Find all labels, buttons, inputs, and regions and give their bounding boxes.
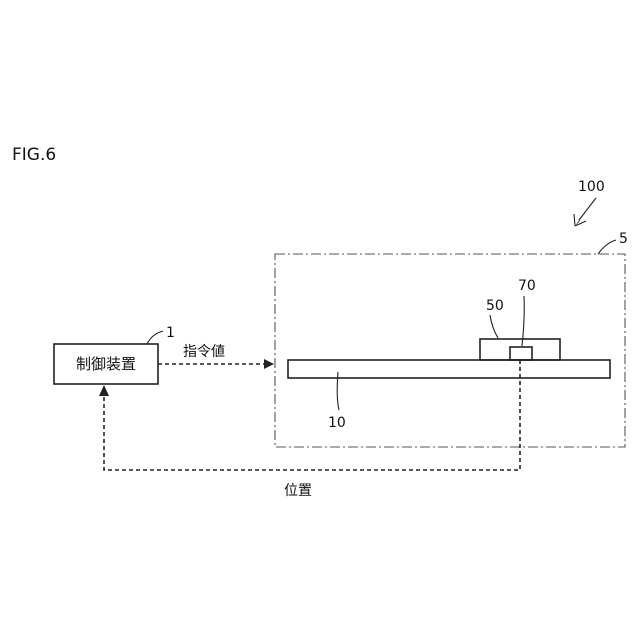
system-ref-arrow (574, 198, 596, 226)
rail-ref-label: 10 (328, 415, 346, 431)
enclosure-ref-label: 5 (619, 231, 628, 247)
block-ref-label: 50 (486, 298, 504, 314)
position-feedback-line (104, 360, 520, 470)
rail-10 (288, 360, 610, 378)
command-value-label: 指令値 (183, 344, 225, 360)
system-ref-label: 100 (578, 179, 605, 195)
controller-ref-label: 1 (166, 325, 175, 341)
enclosure-leader-line (598, 240, 616, 254)
controller-leader-line (147, 331, 163, 344)
block-50 (480, 339, 560, 360)
controller-label: 制御装置 (76, 355, 136, 373)
sensor-ref-label: 70 (518, 278, 536, 294)
block-leader-line (490, 315, 498, 338)
figure-title: FIG.6 (12, 145, 56, 165)
sensor-70 (510, 347, 532, 360)
command-value-arrowhead (264, 359, 274, 369)
position-label: 位置 (284, 483, 312, 499)
position-feedback-arrowhead (99, 385, 109, 396)
